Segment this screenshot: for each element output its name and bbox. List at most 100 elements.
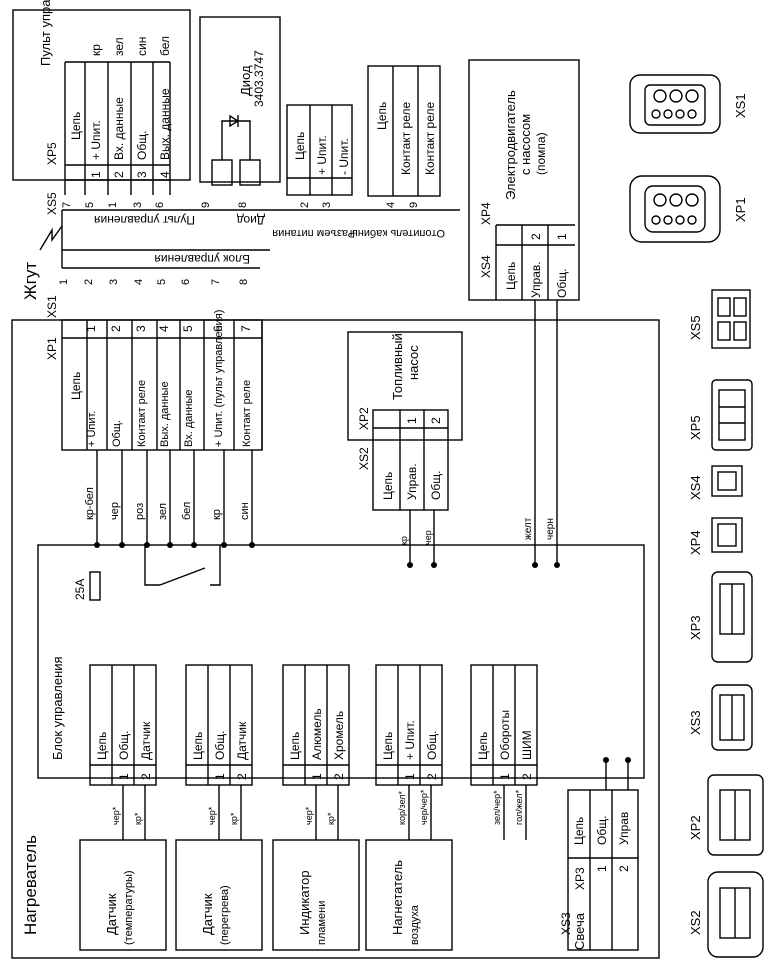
xs4-label: XS4: [479, 255, 493, 278]
harness-end-pult: Пульт управления: [94, 213, 195, 227]
cabin-row-2: Контакт реле: [423, 102, 437, 175]
remote-panel-title: Пульт управления: [38, 0, 53, 66]
power-row-2: - Uпит.: [337, 138, 351, 175]
main-wire-node: [119, 542, 125, 548]
harness-bottom-pin: 3: [108, 279, 120, 285]
sensor-row-1: Обороты: [498, 710, 512, 760]
pump-title-2: с насосом: [518, 114, 533, 175]
harness-top-pin: 6: [154, 202, 166, 208]
pump-wire-1: желт: [523, 517, 534, 540]
sensor-device: [365, 839, 453, 951]
main-wire-label: роз: [134, 503, 146, 520]
remote-row-color: син: [135, 37, 149, 56]
xp1-view-label: XP1: [733, 197, 748, 222]
sensor-row-2: Общ.: [425, 731, 439, 760]
xs3-view-label: XS3: [688, 710, 703, 735]
harness-top-pin: 5: [84, 202, 96, 208]
xp5-view-label: XP5: [688, 415, 703, 440]
sensor-header: Цепь: [191, 732, 205, 760]
sensor-device: [79, 839, 167, 951]
harness-label: Жгут: [21, 262, 40, 300]
xp4-label: XP4: [479, 202, 493, 225]
power-connector: [286, 104, 353, 196]
fuel-wire-node: [431, 562, 437, 568]
xs2-view: [707, 871, 764, 958]
harness-bottom-pin: 6: [180, 279, 192, 285]
sensor-pin: 2: [520, 773, 534, 780]
fuse: [89, 571, 101, 601]
xs2-view-label: XS2: [688, 910, 703, 935]
main-wire-label: бел: [181, 502, 193, 520]
main-row-signal: Вых. данные: [159, 381, 171, 447]
diode-part: 3403.3747: [252, 50, 266, 107]
xs1-label: XS1: [45, 295, 59, 318]
fuse-label: 25A: [73, 579, 87, 600]
sensor-pin: 1: [213, 773, 227, 780]
xp4-view: [711, 517, 743, 553]
remote-row-pin: 1: [89, 171, 103, 178]
sensor-wire-label: кор/зел*: [397, 790, 407, 825]
fuel-row-signal: Управ.: [405, 463, 419, 500]
harness-end-cabin: Отопитель кабины: [350, 227, 445, 239]
main-header: Цепь: [69, 372, 83, 400]
main-row-pin: 6: [211, 325, 225, 332]
pump-wires: [534, 300, 558, 565]
harness-bottom-pin: 2: [83, 279, 95, 285]
main-wire-label: зел: [157, 503, 169, 520]
sensor-wire-label: гол/жел*: [514, 789, 524, 825]
sensor-name-2: воздуха: [409, 904, 421, 945]
xs4-view: [711, 465, 743, 497]
xp2-label: XP2: [357, 407, 371, 430]
fuel-row-pin: 2: [429, 417, 443, 424]
sensor-row-2: Хромель: [332, 711, 346, 760]
remote-row-color: кр: [89, 44, 103, 56]
sensor-wire-label: зел/чер*: [492, 790, 502, 825]
sensor-header: Цепь: [95, 732, 109, 760]
pump-header: Цепь: [504, 262, 518, 290]
fuel-wire-node: [407, 562, 413, 568]
xp1-label: XP1: [45, 337, 59, 360]
sensor-wire-label: кр*: [229, 812, 239, 825]
remote-panel: [12, 9, 191, 195]
heater-enclosure: [11, 319, 660, 959]
sensor-wire-label: кр*: [326, 812, 336, 825]
diode-box: [199, 16, 281, 186]
pump-wire-2: черн: [545, 518, 556, 540]
fuel-wire-label: кр: [399, 536, 409, 545]
pump-motor: [468, 59, 580, 301]
xs5-label: XS5: [45, 192, 59, 215]
main-row-pin: 7: [239, 325, 253, 332]
sensor-row-1: + Uпит.: [403, 720, 417, 760]
harness-top-pin: 3: [132, 202, 144, 208]
glow-node-2: [625, 757, 631, 763]
main-row-signal: + Uпит.: [86, 411, 98, 447]
fuel-title-1: Топливный: [390, 333, 405, 400]
pump-wire-node-2: [554, 562, 560, 568]
harness-top-pin: 9: [408, 202, 420, 208]
main-row-signal: Контакт реле: [136, 380, 148, 447]
xs5-view-label: XS5: [688, 315, 703, 340]
remote-row-pin: 4: [158, 171, 172, 178]
power-header: Цепь: [293, 132, 307, 160]
harness-top-pin: 3: [321, 202, 333, 208]
sensor-wire-label: чер*: [304, 806, 314, 825]
harness-bottom-pin: 5: [156, 279, 168, 285]
pump-row-1-signal: Управ.: [529, 261, 543, 298]
sensor-wire-label: чер*: [111, 806, 121, 825]
sensor-pin: 2: [332, 773, 346, 780]
harness-end-power: Разъем питания: [272, 227, 355, 239]
sensor-wire-label: кр*: [133, 812, 143, 825]
xs3-view: [711, 684, 753, 751]
glow-row-2-signal: Управ: [617, 812, 631, 845]
main-wire-node: [221, 542, 227, 548]
sensor-row-2: Датчик: [139, 721, 153, 760]
sensor-row-2: ШИМ: [520, 730, 534, 760]
harness-end-diode: Диод: [237, 213, 265, 227]
xp3-view: [711, 571, 753, 663]
harness-top-pin: 4: [385, 202, 397, 208]
sensor-row-1: Общ.: [213, 731, 227, 760]
sensor-pin: 1: [117, 773, 131, 780]
harness-bottom-pin: 7: [210, 279, 222, 285]
glow-row-2-pin: 2: [617, 865, 631, 872]
sensor-device: [175, 839, 263, 951]
